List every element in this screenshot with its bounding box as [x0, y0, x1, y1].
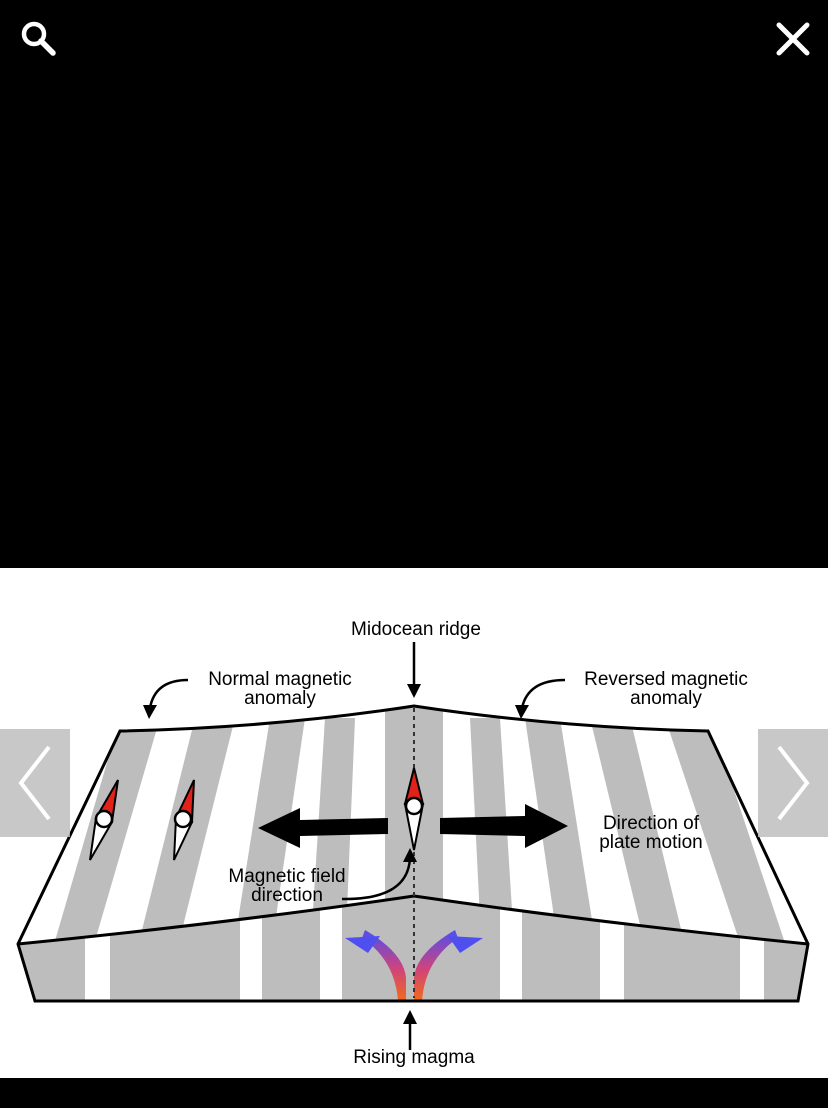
next-image-button[interactable] — [758, 729, 828, 837]
label-field-line2: direction — [251, 885, 323, 906]
label-direction-line1: Direction of — [603, 813, 700, 834]
right-motion-arrow — [440, 804, 568, 848]
compass-ridge — [403, 767, 425, 851]
search-button[interactable] — [12, 12, 66, 66]
chevron-right-icon — [777, 745, 810, 821]
previous-image-button[interactable] — [0, 729, 70, 837]
label-normal-line1: Normal magnetic — [208, 669, 352, 690]
label-reversed-line2: anomaly — [630, 688, 702, 709]
search-icon — [21, 21, 56, 56]
label-ridge: Midocean ridge — [351, 619, 481, 640]
bottom-bar — [0, 1078, 828, 1108]
compass-normal-2 — [173, 779, 195, 861]
left-motion-arrow — [258, 808, 388, 848]
close-button[interactable] — [766, 12, 820, 66]
label-magma: Rising magma — [353, 1047, 475, 1068]
close-icon — [776, 22, 810, 56]
compass-normal-1 — [89, 779, 119, 861]
label-reversed-line1: Reversed magnetic — [584, 669, 748, 690]
label-direction-line2: plate motion — [599, 832, 703, 853]
figure-image: Midocean ridge Normal magnetic anomaly R… — [0, 568, 828, 1078]
label-normal-line2: anomaly — [244, 688, 316, 709]
label-field-line1: Magnetic field — [228, 866, 345, 887]
chevron-left-icon — [18, 745, 51, 821]
